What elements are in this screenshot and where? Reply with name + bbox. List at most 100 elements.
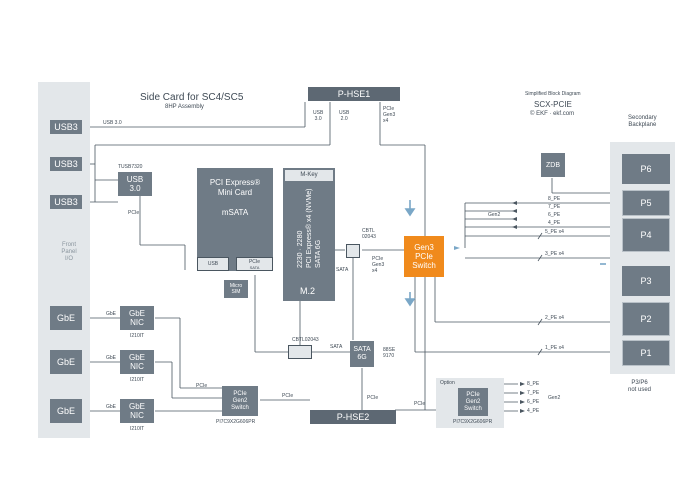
lane-2pe-x4: 2_PE x4 xyxy=(545,315,564,321)
sig-gen2: Gen2 xyxy=(488,212,501,218)
cbtl-right-label-line1: CBTL xyxy=(362,228,375,234)
backplane-label: Secondary Backplane xyxy=(628,115,657,129)
sata-chip-line1: 88SE xyxy=(383,347,396,353)
m2-text-line2: PCI Express® x4 (NVMe) xyxy=(306,188,313,268)
pcie-sw-line3: Switch xyxy=(231,404,249,411)
nic3-line1: GbE xyxy=(128,402,145,411)
nic1-line1: GbE xyxy=(128,309,145,318)
cbtl-left-label: CBTL02043 xyxy=(292,337,319,343)
minicard-line2: Mini Card xyxy=(217,188,253,197)
phse2-connector: P-HSE2 xyxy=(310,410,396,424)
m2-text: 2230 · 2280 PCI Express® x4 (NVMe) SATA … xyxy=(296,189,323,268)
switch-line2: PCIe xyxy=(415,252,433,261)
usb30-line2: 3.0 xyxy=(129,184,141,193)
opt-lane-8pe: 8_PE xyxy=(527,381,540,387)
minicard-pcie-label: PCIe xyxy=(248,258,261,265)
page-title: Side Card for SC4/SC5 xyxy=(140,92,244,103)
backplane-footer-line1: P3/P6 xyxy=(631,380,648,386)
lane-1pe-x4: 1_PE x4 xyxy=(545,345,564,351)
sig-pcie-nic: PCIe xyxy=(196,383,208,389)
slot-p6: P6 xyxy=(622,154,670,184)
front-panel-label: Front Panel I/O xyxy=(58,242,80,263)
nic3-chip: I210IT xyxy=(130,426,145,432)
m2-text-line1: 2230 · 2280 xyxy=(297,230,304,268)
minicard-pcie-port: PCIe SATA xyxy=(236,257,273,271)
usb30-line1: USB xyxy=(126,175,144,184)
slot-p4: P4 xyxy=(622,218,670,252)
sig-usb2-b: 2.0 xyxy=(340,116,348,122)
zdb-connector: ZDB xyxy=(541,153,565,177)
sig-pcie-gen3-x4: PCIe Gen3 x4 xyxy=(383,106,395,124)
nic1-chip: I210IT xyxy=(130,333,145,339)
switch-line3: Switch xyxy=(412,261,436,270)
opt-lane-7pe: 7_PE xyxy=(527,390,540,396)
sig-usb3-a: USB xyxy=(313,110,324,116)
port-gbe-3: GbE xyxy=(50,399,82,423)
phse1-connector: P-HSE1 xyxy=(308,87,400,101)
front-panel-label-line2: Panel xyxy=(61,249,77,255)
sata-chip: 88SE 9170 xyxy=(383,347,395,359)
slot-p5: P5 xyxy=(622,190,670,216)
opt-sw-line1: PCIe xyxy=(466,391,480,398)
port-gbe-2: GbE xyxy=(50,350,82,374)
micro-sim: Micro SIM xyxy=(224,280,248,298)
sig-pcie-gen3-m2-c: x4 xyxy=(372,268,378,274)
sata-controller: SATA 6G xyxy=(350,341,374,367)
option-chip: PI7C9X2G606PR xyxy=(453,419,493,425)
sig-usb3: USB 3.0 xyxy=(313,110,323,122)
page-subtitle: 8HP Assembly xyxy=(165,104,204,110)
nic1-line2: NIC xyxy=(130,318,144,327)
sig-usb3-b: 3.0 xyxy=(314,116,322,122)
sig-sata-m2: SATA xyxy=(336,267,349,273)
sig-pcie-usb: PCIe xyxy=(128,210,140,216)
backplane-label-line1: Secondary xyxy=(628,115,657,121)
sig-usb2-a: USB xyxy=(339,110,350,116)
slot-p2: P2 xyxy=(622,302,670,336)
m2-text-line3: SATA 6G xyxy=(315,239,322,268)
slot-p3: P3 xyxy=(622,266,670,296)
sig-usb30: USB 3.0 xyxy=(103,120,122,126)
copyright: © EKF · ekf.com xyxy=(530,111,575,117)
usb30-chip: TUSB7320 xyxy=(118,164,143,170)
microsim-line1: Micro xyxy=(229,283,243,289)
sig-gbe-3: GbE xyxy=(106,404,117,410)
sig-pcie-gen3-m2-b: Gen3 xyxy=(372,262,385,268)
diagram-label: Simplified Block Diagram xyxy=(525,91,581,97)
cbtl-left xyxy=(288,345,312,359)
backplane-footer: P3/P6 not used xyxy=(628,380,651,394)
pcie-gen2-switch: PCIe Gen2 Switch xyxy=(222,386,258,416)
lane-5pe-x4: 5_PE x4 xyxy=(545,229,564,235)
nic3-line2: NIC xyxy=(130,411,144,420)
sig-gbe-1: GbE xyxy=(106,311,117,317)
nic2-line1: GbE xyxy=(128,353,145,362)
microsim-line2: SIM xyxy=(231,289,241,295)
port-usb3-2: USB3 xyxy=(50,157,82,171)
sig-pcie-gen3-x4-c: x4 xyxy=(383,118,389,124)
usb30-controller: USB 3.0 xyxy=(118,172,152,196)
opt-lane-6pe: 6_PE xyxy=(527,399,540,405)
lane-3pe-x4: 3_PE x4 xyxy=(545,251,564,257)
sata-chip-line2: 9170 xyxy=(383,353,395,359)
sata-line2: 6G xyxy=(357,354,367,361)
lane-8pe: 8_PE xyxy=(548,196,561,202)
m2-key: M-Key xyxy=(285,170,333,181)
option-label: Option xyxy=(440,380,455,386)
minicard-line1: PCI Express® xyxy=(209,178,261,187)
backplane-footer-line2: not used xyxy=(628,387,652,393)
cbtl-right-label-line2: 02043 xyxy=(362,234,376,240)
sig-usb2: USB 2.0 xyxy=(339,110,349,122)
minicard-line3: mSATA xyxy=(221,208,249,217)
sig-pcie-hse2-a: PCIe xyxy=(367,395,379,401)
sig-pcie-gen3-x4-b: Gen3 xyxy=(383,112,396,118)
nic2-chip: I210IT xyxy=(130,377,145,383)
front-panel-label-line3: I/O xyxy=(64,256,73,262)
opt-sw-line3: Switch xyxy=(464,405,482,412)
sig-pcie-gen3-m2: PCIe Gen3 x4 xyxy=(372,256,384,274)
gbe-nic-3: GbE NIC xyxy=(120,399,154,423)
front-panel-label-line1: Front xyxy=(61,242,76,248)
mini-card: PCI Express® Mini Card mSATA xyxy=(197,168,273,271)
slot-p1: P1 xyxy=(622,340,670,366)
switch-line1: Gen3 xyxy=(414,243,434,252)
port-usb3-1: USB3 xyxy=(50,120,82,134)
sig-pcie-gen3-m2-a: PCIe xyxy=(372,256,384,262)
